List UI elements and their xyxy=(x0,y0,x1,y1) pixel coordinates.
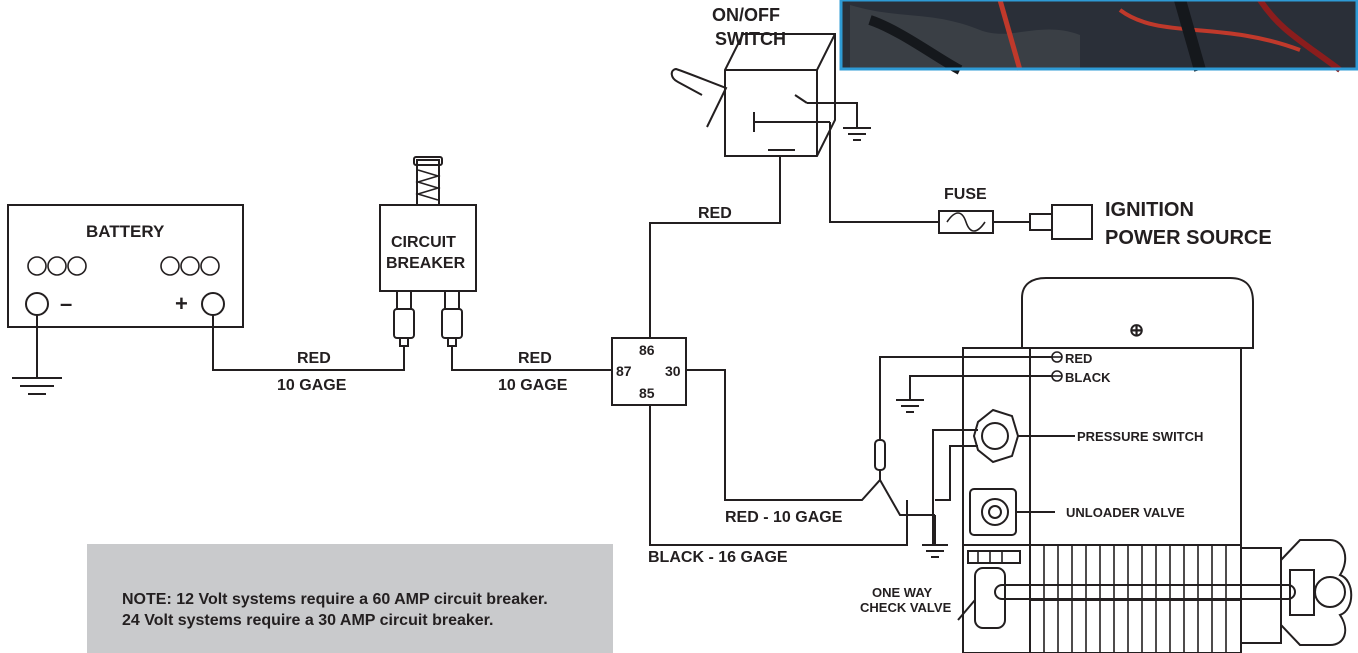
wire-label-red-1: RED xyxy=(297,350,331,367)
motor-red-label: RED xyxy=(1065,351,1092,366)
note-box: NOTE: 12 Volt systems require a 60 AMP c… xyxy=(87,544,613,653)
unloader-valve xyxy=(969,488,1055,536)
relay-86: 86 xyxy=(639,342,655,358)
wire-label-10gage-2: 10 GAGE xyxy=(498,377,568,394)
ignition-label-1: IGNITION xyxy=(1105,199,1194,221)
pressure-switch xyxy=(932,408,1075,545)
unloader-ground-symbol xyxy=(922,515,948,558)
ignition-connector xyxy=(1029,204,1093,240)
photo-inset xyxy=(839,0,1358,75)
switch-label-2: SWITCH xyxy=(715,29,786,49)
battery-pos-label: + xyxy=(175,291,188,316)
wire-relay-to-switch xyxy=(649,156,781,338)
wire-relay-30-red xyxy=(686,369,935,516)
wire-switch-to-fuse xyxy=(829,122,939,223)
wire-battery-to-breaker xyxy=(212,315,405,371)
check-valve-label-2: CHECK VALVE xyxy=(860,600,952,615)
relay-87: 87 xyxy=(616,363,632,379)
unloader-valve-label: UNLOADER VALVE xyxy=(1066,505,1185,520)
circuit-breaker xyxy=(379,156,477,347)
check-valve-label-1: ONE WAY xyxy=(872,585,933,600)
battery-label: BATTERY xyxy=(86,222,165,241)
relay-30: 30 xyxy=(665,363,681,379)
wire-breaker-to-relay xyxy=(451,346,612,371)
battery-neg-label: – xyxy=(60,291,72,316)
motor-terminals xyxy=(896,351,1063,413)
wire-label-red-10: RED - 10 GAGE xyxy=(725,509,843,526)
check-valve xyxy=(957,550,1296,629)
wire-label-black-16: BLACK - 16 GAGE xyxy=(648,549,788,566)
note-label: NOTE: xyxy=(122,591,172,608)
ground-symbol xyxy=(12,315,62,395)
ignition-label-2: POWER SOURCE xyxy=(1105,227,1272,249)
note-line-1: 12 Volt systems require a 60 AMP circuit… xyxy=(176,591,548,608)
wire-label-10gage-1: 10 GAGE xyxy=(277,377,347,394)
note-line-2: 24 Volt systems require a 30 AMP circuit… xyxy=(122,612,494,629)
wire-label-red-switch: RED xyxy=(698,205,732,222)
on-off-switch xyxy=(670,33,858,157)
battery xyxy=(7,204,244,328)
motor-black-label: BLACK xyxy=(1065,370,1111,385)
motor-symbol: ⊕ xyxy=(1129,320,1144,340)
relay-85: 85 xyxy=(639,385,655,401)
inline-fuse xyxy=(874,356,1052,480)
breaker-label-1: CIRCUIT xyxy=(391,234,456,251)
fuse-label: FUSE xyxy=(944,186,987,203)
breaker-label-2: BREAKER xyxy=(386,255,466,272)
pump-motor xyxy=(962,277,1254,653)
wire-relay-85-black xyxy=(649,405,908,546)
pressure-switch-label: PRESSURE SWITCH xyxy=(1077,429,1203,444)
fuse xyxy=(938,210,1030,234)
pump-head xyxy=(1240,539,1353,646)
wire-label-red-2: RED xyxy=(518,350,552,367)
switch-ground-symbol xyxy=(843,127,871,141)
switch-label-1: ON/OFF xyxy=(712,5,780,25)
